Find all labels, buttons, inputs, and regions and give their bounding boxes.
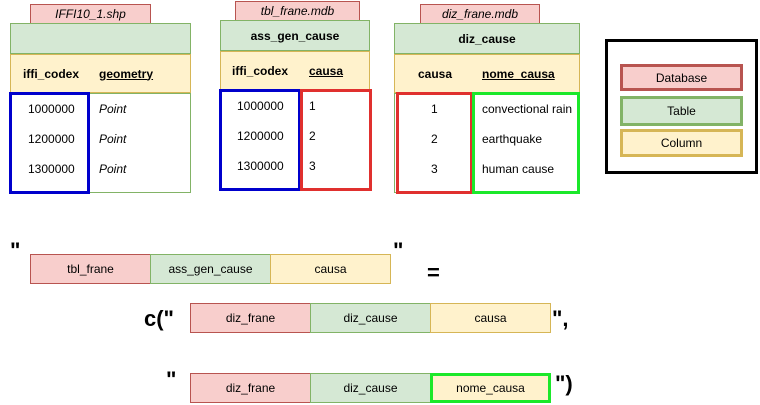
column-header-row-ass-gen-cause: iffi_codex causa	[220, 51, 370, 90]
expression-row1: tbl_frane ass_gen_cause causa	[30, 254, 391, 284]
column-causa-2: causa	[418, 66, 453, 81]
quote-open-row3: "	[166, 367, 177, 392]
cell-ass-iffi-codex-2: 1200000	[237, 129, 284, 143]
cell-diz-causa-3: 3	[431, 162, 438, 176]
join-highlight-diz-causa	[396, 92, 473, 194]
cell-ass-iffi-codex-1: 1000000	[237, 99, 284, 113]
cell-diz-nome-causa-3: human cause	[482, 162, 555, 176]
c-open-row2: c("	[144, 306, 174, 331]
table-body-diz-cause: 1 convectional rain 2 earthquake 3 human…	[394, 93, 580, 193]
column-nome-causa: nome_causa	[482, 66, 555, 81]
database-label-tbl-frane: tbl_frane.mdb	[235, 1, 360, 21]
cell-geometry-1: Point	[99, 102, 127, 116]
column-header-row-diz-cause: causa nome_causa	[394, 54, 580, 93]
legend: Database Table Column	[605, 39, 758, 174]
quote-open-row1: "	[10, 238, 21, 263]
cell-diz-causa-2: 2	[431, 132, 438, 146]
quote-close-row2: ",	[552, 306, 569, 331]
database-label-diz-frane: diz_frane.mdb	[420, 4, 540, 24]
expression-row2: diz_frane diz_cause causa	[190, 303, 551, 333]
cell-diz-nome-causa-2: earthquake	[482, 132, 543, 146]
join-highlight-ass-causa	[300, 89, 372, 191]
column-geometry: geometry	[99, 66, 154, 81]
table-body-iffi: 1000000 Point 1200000 Point 1300000 Poin…	[10, 93, 191, 193]
cell-iffi-codex-3: 1300000	[28, 162, 75, 176]
column-header-row-iffi: iffi_codex geometry	[10, 54, 191, 93]
expr3-column: nome_causa	[430, 373, 551, 403]
legend-column: Column	[620, 129, 743, 157]
expr1-database: tbl_frane	[30, 254, 151, 284]
expr3-table: diz_cause	[310, 373, 431, 403]
result-highlight-nome-causa	[472, 92, 580, 194]
cell-iffi-codex-2: 1200000	[28, 132, 75, 146]
table-title-ass-gen-cause: ass_gen_cause	[220, 20, 370, 51]
cell-ass-causa-2: 2	[309, 129, 316, 143]
expr1-table: ass_gen_cause	[150, 254, 271, 284]
table-title-iffi	[10, 23, 191, 54]
cell-diz-nome-causa-1: convectional rain	[482, 102, 573, 116]
cell-ass-causa-1: 1	[309, 99, 316, 113]
column-causa: causa	[309, 63, 344, 78]
database-label-iffi: IFFI10_1.shp	[30, 4, 151, 24]
expr2-table: diz_cause	[310, 303, 431, 333]
column-iffi-codex: iffi_codex	[23, 66, 80, 81]
cell-geometry-2: Point	[99, 132, 127, 146]
expr2-database: diz_frane	[190, 303, 311, 333]
cell-ass-iffi-codex-3: 1300000	[237, 159, 284, 173]
key-highlight-iffi-codex	[9, 92, 90, 194]
expression-row3: diz_frane diz_cause nome_causa	[190, 373, 551, 403]
key-highlight-ass-iffi-codex	[219, 89, 301, 191]
legend-table: Table	[620, 96, 743, 126]
column-iffi-codex-2: iffi_codex	[232, 63, 289, 78]
expr3-database: diz_frane	[190, 373, 311, 403]
table-title-diz-cause: diz_cause	[394, 23, 580, 54]
quote-close-row1: "	[393, 238, 404, 263]
expr1-column: causa	[270, 254, 391, 284]
cell-diz-causa-1: 1	[431, 102, 438, 116]
legend-database: Database	[620, 64, 743, 91]
cell-ass-causa-3: 3	[309, 159, 316, 173]
quote-close-row3: ")	[555, 371, 573, 396]
cell-geometry-3: Point	[99, 162, 127, 176]
equals-sign: =	[427, 260, 440, 285]
expr2-column: causa	[430, 303, 551, 333]
cell-iffi-codex-1: 1000000	[28, 102, 75, 116]
